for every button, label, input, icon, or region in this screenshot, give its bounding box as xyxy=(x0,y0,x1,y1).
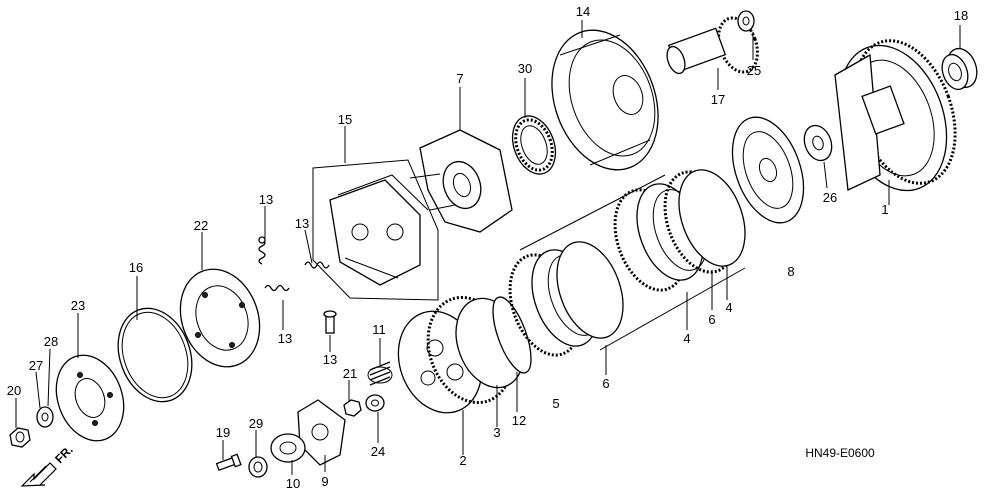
callout-9: 9 xyxy=(321,474,328,489)
weight-spring-upper xyxy=(258,236,266,265)
callout-26: 26 xyxy=(823,190,837,205)
callout-19: 19 xyxy=(216,425,230,440)
bearing xyxy=(270,433,306,463)
callout-4-lower: 4 xyxy=(683,331,690,346)
weight-spring-middle xyxy=(304,261,330,269)
callout-5: 5 xyxy=(552,396,559,411)
callout-20: 20 xyxy=(7,383,21,398)
nut xyxy=(343,399,362,417)
callout-12: 12 xyxy=(512,413,526,428)
primary-drive-gear xyxy=(666,16,759,75)
callout-13-d: 13 xyxy=(323,352,337,367)
callout-14: 14 xyxy=(576,4,590,19)
diagram-code: HN49-E0600 xyxy=(805,446,875,460)
callout-22: 22 xyxy=(194,218,208,233)
o-ring xyxy=(117,307,193,403)
gasket-plate xyxy=(297,399,346,466)
callout-21: 21 xyxy=(343,366,357,381)
callout-16: 16 xyxy=(129,260,143,275)
callout-24: 24 xyxy=(371,444,385,459)
callout-10: 10 xyxy=(286,476,300,491)
leader-lines xyxy=(15,20,961,475)
bushing xyxy=(941,47,978,91)
pressure-plate xyxy=(492,296,532,374)
front-direction-label: FR. xyxy=(52,443,76,467)
callout-1: 1 xyxy=(881,202,888,217)
callout-13-a: 13 xyxy=(259,192,273,207)
callout-28: 28 xyxy=(44,334,58,349)
callout-13-c: 13 xyxy=(278,331,292,346)
front-arrow-icon xyxy=(20,462,57,487)
lock-nut xyxy=(9,427,31,448)
clutch-spring xyxy=(367,361,393,386)
drive-plate xyxy=(409,129,513,233)
callout-4-upper: 4 xyxy=(725,300,732,315)
callout-15: 15 xyxy=(338,112,352,127)
callout-8: 8 xyxy=(787,264,794,279)
clutch-drive-plate xyxy=(731,116,805,224)
callout-3: 3 xyxy=(493,425,500,440)
callout-17: 17 xyxy=(711,92,725,107)
spring-washer xyxy=(365,394,385,412)
clutch-weight-assembly xyxy=(312,159,439,301)
callout-13-b: 13 xyxy=(295,216,309,231)
callout-2: 2 xyxy=(459,453,466,468)
callout-7: 7 xyxy=(456,71,463,86)
callout-11: 11 xyxy=(372,322,386,337)
cover-plate xyxy=(55,354,125,442)
thrust-washer xyxy=(803,124,833,162)
lock-washer xyxy=(36,406,54,428)
clutch-drum xyxy=(551,29,659,171)
weight-spring-lower xyxy=(264,284,290,292)
callout-18: 18 xyxy=(954,8,968,23)
clutch-disc-set-b xyxy=(613,169,746,292)
pin xyxy=(323,310,337,334)
callout-27: 27 xyxy=(29,358,43,373)
plate xyxy=(179,268,261,368)
clutch-outer-housing xyxy=(834,39,957,192)
callout-6-upper: 6 xyxy=(708,312,715,327)
callout-29: 29 xyxy=(249,416,263,431)
one-way-clutch xyxy=(511,115,557,175)
clutch-disc-set-a xyxy=(508,241,624,357)
bolt xyxy=(215,453,242,472)
washer xyxy=(737,10,755,32)
callout-30: 30 xyxy=(518,61,532,76)
flange-nut xyxy=(248,456,268,478)
callout-23: 23 xyxy=(71,298,85,313)
callout-6-lower: 6 xyxy=(602,376,609,391)
callout-25: 25 xyxy=(747,63,761,78)
